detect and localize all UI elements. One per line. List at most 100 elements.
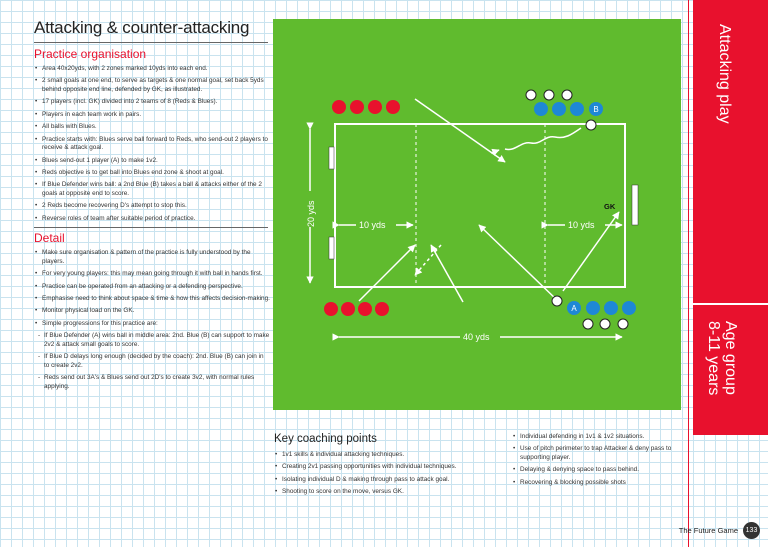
list-item: Reds objective is to get ball into Blues… [34,169,270,178]
blue-player [604,301,618,315]
blue-player-b [589,102,603,116]
blue-player [552,102,566,116]
run-arrow [358,244,416,302]
list-item: Monitor physical load on the GK. [34,307,270,316]
book-title: The Future Game [678,526,738,535]
red-player [350,100,364,114]
dim-10-right-label: 10 yds [568,220,595,230]
list-item: Shooting to score on the move, versus GK… [274,488,504,497]
list-item: Creating 2v1 passing opportunities with … [274,463,504,472]
list-item: Players in each team work in pairs. [34,111,270,120]
ball-icon [582,318,594,330]
list-item: Use of pitch perimeter to trap Attacker … [512,445,702,462]
list-item: Delaying & denying space to pass behind. [512,466,702,475]
red-player [341,302,355,316]
ball-icon [561,89,573,101]
age-tab: Age group 8-11 years [693,303,768,435]
title-rule [34,42,268,43]
list-subitem: If Blue Defender (A) wins ball in middle… [34,332,270,349]
section-label: Attacking play [716,24,733,124]
red-team-top [332,100,400,114]
left-column: Attacking & counter-attacking Practice o… [34,18,270,395]
list-subitem: Reds send out 3A's & Blues send out 2D's… [34,374,270,391]
detail-heading: Detail [34,231,65,246]
red-player [332,100,346,114]
pass-arrow [414,98,506,163]
list-item: Practice starts with: Blues serve ball f… [34,136,270,153]
list-item: Practice can be operated from an attacki… [34,283,270,292]
dribble-path [504,127,582,151]
blue-player-a [567,301,581,315]
practice-diagram: GK 20 yds 10 yds 10 yds 40 yds [273,19,681,410]
red-player [368,100,382,114]
list-item: Individual defending in 1v1 & 1v2 situat… [512,433,702,442]
red-player [358,302,372,316]
list-item: Recovering & blocking possible shots [512,479,702,488]
ball-icon [525,89,537,101]
page-footer: The Future Game 133 [679,522,760,539]
blue-player [570,102,584,116]
pitch-boundary [334,123,626,288]
player-a-label: A [571,304,577,313]
age-line-1: Age group [722,321,739,395]
margin-line [688,0,689,547]
list-item: 2 small goals at one end, to serve as ta… [34,77,270,94]
list-item: 2 Reds become recovering D's attempt to … [34,202,270,211]
pass-arrow [414,244,442,276]
red-player [375,302,389,316]
section-sidebar: Attacking play Age group 8-11 years [693,0,768,547]
key-coaching-points-right: Individual defending in 1v1 & 1v2 situat… [512,433,702,491]
blue-player [622,301,636,315]
key-heading: Key coaching points [274,433,377,445]
practice-heading: Practice organisation [34,47,147,61]
list-item: 17 players (incl. GK) divided into 2 tea… [34,98,270,107]
page-number: 133 [743,522,760,539]
list-item: Simple progressions for this practice ar… [34,320,270,329]
blue-player [534,102,548,116]
player-b-label: B [593,105,598,114]
list-item: If Blue Defender wins ball: a 2nd Blue (… [34,181,270,198]
dim-20-label: 20 yds [306,200,316,227]
list-item: Reverse roles of team after suitable per… [34,215,270,224]
list-item: Blues send-out 1 player (A) to make 1v2. [34,157,270,166]
section-rule [34,227,268,229]
small-goal-top [328,146,335,170]
red-player [324,302,338,316]
small-goal-bottom [328,236,335,260]
diagram-svg: GK 20 yds 10 yds 10 yds 40 yds [303,89,639,343]
list-item: 1v1 skills & individual attacking techni… [274,451,504,460]
list-item: Make sure organisation & pattern of the … [34,249,270,266]
key-coaching-points: Key coaching points 1v1 skills & individ… [274,433,504,501]
list-item: All balls with Blues. [34,123,270,132]
blue-team-top: B [534,102,603,116]
ball-icon [599,318,611,330]
red-team-bottom [324,302,389,316]
red-player [386,100,400,114]
list-subitem: If Blue D delays long enough (decided by… [34,353,270,370]
run-arrow [478,224,559,302]
run-arrow [430,244,464,303]
detail-list: Make sure organisation & pattern of the … [34,249,270,391]
ball-icon [551,295,563,307]
page-title: Attacking & counter-attacking [34,18,250,37]
key-list-right: Individual defending in 1v1 & 1v2 situat… [512,433,702,487]
ball-icon [585,119,597,131]
shot-arrow [562,211,620,292]
normal-goal [631,184,639,226]
list-item: For very young players: this may mean go… [34,270,270,279]
list-item: Area 40x20yds, with 2 zones marked 10yds… [34,65,270,74]
section-tab: Attacking play [693,0,768,303]
dim-40-label: 40 yds [463,332,490,342]
age-line-2: 8-11 years [705,321,722,396]
list-item: Emphasise need to think about space & ti… [34,295,270,304]
blue-team-bottom: A [567,301,636,315]
dim-10-left-label: 10 yds [359,220,386,230]
age-label: Age group 8-11 years [705,321,739,395]
balls [525,89,629,330]
practice-list: Area 40x20yds, with 2 zones marked 10yds… [34,65,270,223]
ball-icon [543,89,555,101]
ball-icon [617,318,629,330]
blue-player [586,301,600,315]
list-item: Isolating individual D & making through … [274,476,504,485]
gk-label: GK [604,202,616,211]
